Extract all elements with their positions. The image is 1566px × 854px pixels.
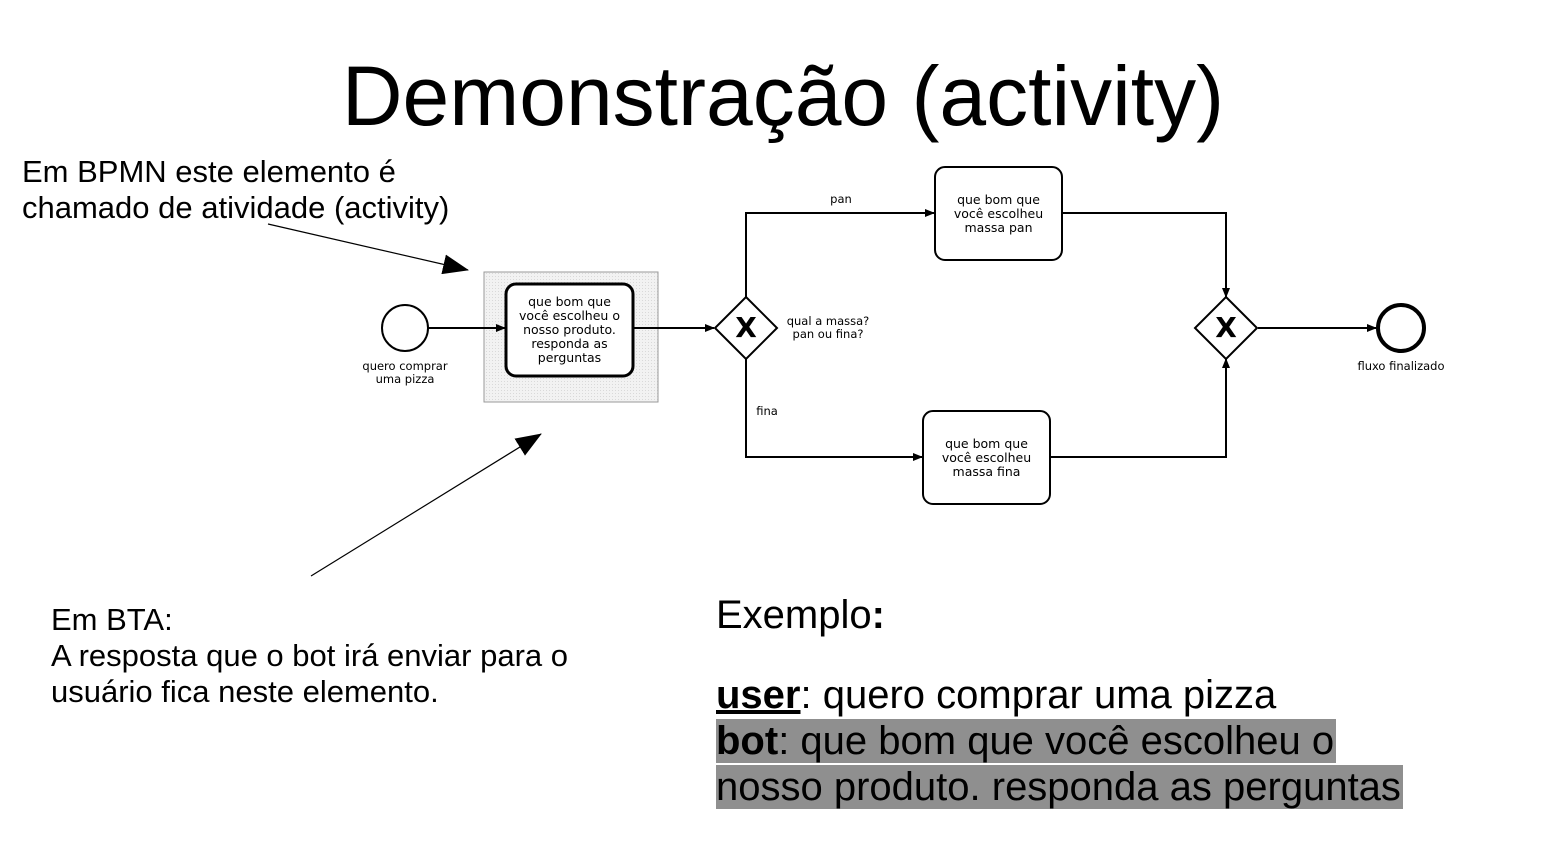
activity-fina-text: que bom que você escolheu massa fina bbox=[923, 411, 1050, 504]
activity-main[interactable] bbox=[504, 282, 635, 378]
start-event-label: quero comprar uma pizza bbox=[345, 360, 465, 386]
bpmn-note-line: chamado de atividade (activity) bbox=[22, 190, 450, 225]
example-heading-text: Exemplo bbox=[716, 593, 872, 637]
end-event[interactable] bbox=[1376, 303, 1426, 353]
flow-fina-to-merge bbox=[1050, 358, 1230, 458]
bta-note-line: usuário fica neste elemento. bbox=[51, 674, 439, 709]
exclusive-gateway-split[interactable] bbox=[713, 295, 779, 361]
start-event-label-line: quero comprar bbox=[362, 359, 448, 373]
gateway-split-x-icon: X bbox=[735, 311, 757, 344]
flow-pan-to-merge bbox=[1062, 212, 1230, 298]
flow-fina bbox=[745, 359, 923, 461]
activity-pan-line: você escolheu bbox=[953, 205, 1044, 221]
chat-bot-line: bot: que bom que você escolheu o bbox=[716, 718, 1403, 764]
exclusive-gateway-merge[interactable] bbox=[1193, 295, 1259, 361]
bot-highlight: nosso produto. responda as perguntas bbox=[716, 765, 1403, 809]
activity-fina-line: que bom que bbox=[945, 435, 1028, 451]
gateway-label-line: qual a massa? bbox=[786, 314, 870, 328]
activity-main-line: que bom que bbox=[528, 294, 611, 309]
page-title: Demonstração (activity) bbox=[341, 49, 1225, 143]
activity-fina-line: você escolheu bbox=[941, 449, 1032, 465]
activity-fina-line: massa fina bbox=[952, 463, 1021, 479]
bpmn-note: Em BPMN este elemento é chamado de ativi… bbox=[22, 154, 582, 226]
bot-message-line1: : que bom que você escolheu o bbox=[778, 719, 1335, 763]
bot-label: bot bbox=[716, 719, 779, 763]
user-label: user bbox=[716, 673, 801, 717]
activity-pan-line: massa pan bbox=[964, 219, 1033, 235]
activity-main-text: que bom que você escolheu o nosso produt… bbox=[506, 284, 633, 376]
bta-note-line: A resposta que o bot irá enviar para o bbox=[51, 638, 568, 673]
user-message: : quero comprar uma pizza bbox=[800, 673, 1277, 717]
activity-pan[interactable] bbox=[934, 166, 1063, 261]
annotation-arrow-bottom bbox=[310, 433, 542, 577]
bpmn-note-line: Em BPMN este elemento é bbox=[22, 154, 396, 189]
flow-fina-label: fina bbox=[756, 404, 778, 418]
bta-note: Em BTA: A resposta que o bot irá enviar … bbox=[51, 602, 691, 710]
example-heading: Exemplo: bbox=[716, 592, 885, 638]
start-event[interactable] bbox=[381, 304, 429, 352]
bot-highlight: bot: que bom que você escolheu o bbox=[716, 719, 1337, 763]
chat-user-line: user: quero comprar uma pizza bbox=[716, 672, 1403, 718]
end-event-label: fluxo finalizado bbox=[1357, 359, 1445, 373]
gateway-label: qual a massa? pan ou fina? bbox=[776, 315, 880, 341]
activity-main-line: nosso produto. bbox=[523, 322, 616, 337]
start-event-label-line: uma pizza bbox=[375, 372, 435, 386]
gateway-label-line: pan ou fina? bbox=[792, 327, 864, 341]
activity-pan-line: que bom que bbox=[957, 191, 1040, 207]
gateway-merge-x-icon: X bbox=[1215, 311, 1237, 344]
annotation-arrow-top bbox=[267, 223, 469, 275]
activity-main-line: responda as bbox=[531, 336, 608, 351]
activity-main-line: você escolheu o bbox=[519, 308, 620, 323]
activity-pan-text: que bom que você escolheu massa pan bbox=[935, 167, 1062, 260]
activity-main-line: perguntas bbox=[537, 350, 602, 365]
bta-note-line: Em BTA: bbox=[51, 602, 173, 637]
example-heading-colon: : bbox=[871, 593, 885, 637]
activity-fina[interactable] bbox=[922, 410, 1051, 505]
flow-pan-label: pan bbox=[830, 192, 852, 206]
chat-bot-line-2: nosso produto. responda as perguntas bbox=[716, 764, 1403, 810]
chat-example: user: quero comprar uma pizza bot: que b… bbox=[716, 672, 1403, 810]
flow-pan bbox=[745, 209, 935, 297]
